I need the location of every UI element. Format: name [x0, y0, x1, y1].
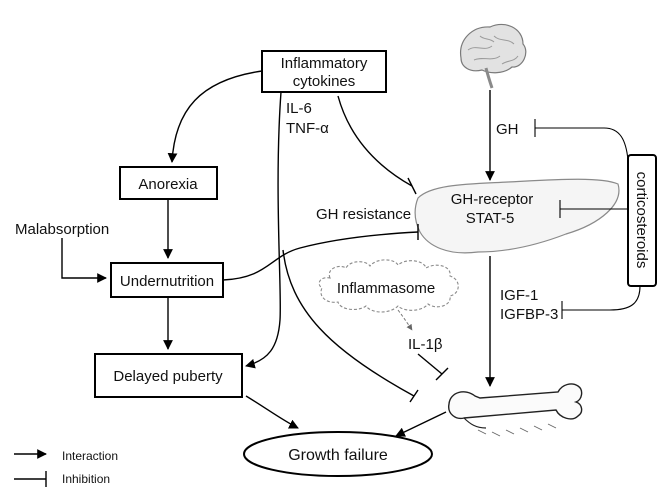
- legend: Interaction Inhibition: [14, 449, 118, 487]
- inhibition-tnf-to-liver: [337, 95, 413, 187]
- liver-icon: [414, 178, 620, 254]
- inhibition-bar-cytokines-bone: [409, 389, 419, 403]
- brain-icon: [460, 23, 527, 89]
- inhibition-il1b-to-bone: [417, 353, 443, 375]
- inhibition-bar-il1b-bone: [435, 367, 449, 381]
- arrow-delayed-puberty-to-growth-failure: [245, 395, 299, 429]
- growth-failure-label: Growth failure: [288, 447, 388, 464]
- legend-inhibition-label: Inhibition: [62, 472, 110, 486]
- arrow-cytokines-to-anorexia: [167, 70, 263, 163]
- il1b-label: IL-1β: [408, 336, 443, 353]
- inhibition-cytokines-to-bone: [282, 249, 415, 397]
- igf1-label: IGF-1: [500, 287, 538, 304]
- tnf-alpha-label: TNF-α: [286, 120, 329, 137]
- inhibition-undernutrition-to-liver: [222, 231, 419, 281]
- inhibition-corticosteroids-to-gh: [535, 127, 629, 161]
- delayed-puberty-box: [94, 353, 243, 398]
- il6-label: IL-6: [286, 100, 312, 117]
- undernutrition-label: Undernutrition: [120, 273, 214, 290]
- undernutrition-box: [110, 262, 224, 298]
- femur-bone-icon: [448, 383, 583, 437]
- stat5-label: STAT-5: [466, 210, 515, 227]
- malabsorption-label: Malabsorption: [15, 221, 109, 238]
- inflammasome-cloud: [318, 259, 459, 313]
- inhibition-corticosteroids-to-igf1: [562, 285, 641, 311]
- inflammasome-label: Inflammasome: [337, 280, 435, 297]
- gh-resistance-label: GH resistance: [316, 206, 411, 223]
- gh-label: GH: [496, 121, 519, 138]
- inflammatory-cytokines-label-2: cytokines: [293, 73, 356, 90]
- arrow-inflammasome-to-il1b: [397, 309, 413, 331]
- corticosteroids-label: corticosteroids: [633, 172, 650, 269]
- arrow-malabsorption-to-undernutrition: [61, 238, 107, 283]
- growth-failure-ellipse: [243, 431, 433, 477]
- legend-interaction-label: Interaction: [62, 449, 118, 463]
- igfbp3-label: IGFBP-3: [500, 306, 558, 323]
- inflammatory-cytokines-label-1: Inflammatory: [281, 55, 368, 72]
- inhibition-bar-tnf-liver: [407, 177, 417, 195]
- corticosteroids-box: [627, 154, 657, 287]
- gh-receptor-label: GH-receptor: [451, 191, 534, 208]
- delayed-puberty-label: Delayed puberty: [113, 368, 223, 385]
- arrow-cytokines-to-delayed-puberty: [245, 91, 282, 369]
- anorexia-label: Anorexia: [138, 176, 198, 193]
- arrow-bone-to-growth-failure: [395, 411, 447, 437]
